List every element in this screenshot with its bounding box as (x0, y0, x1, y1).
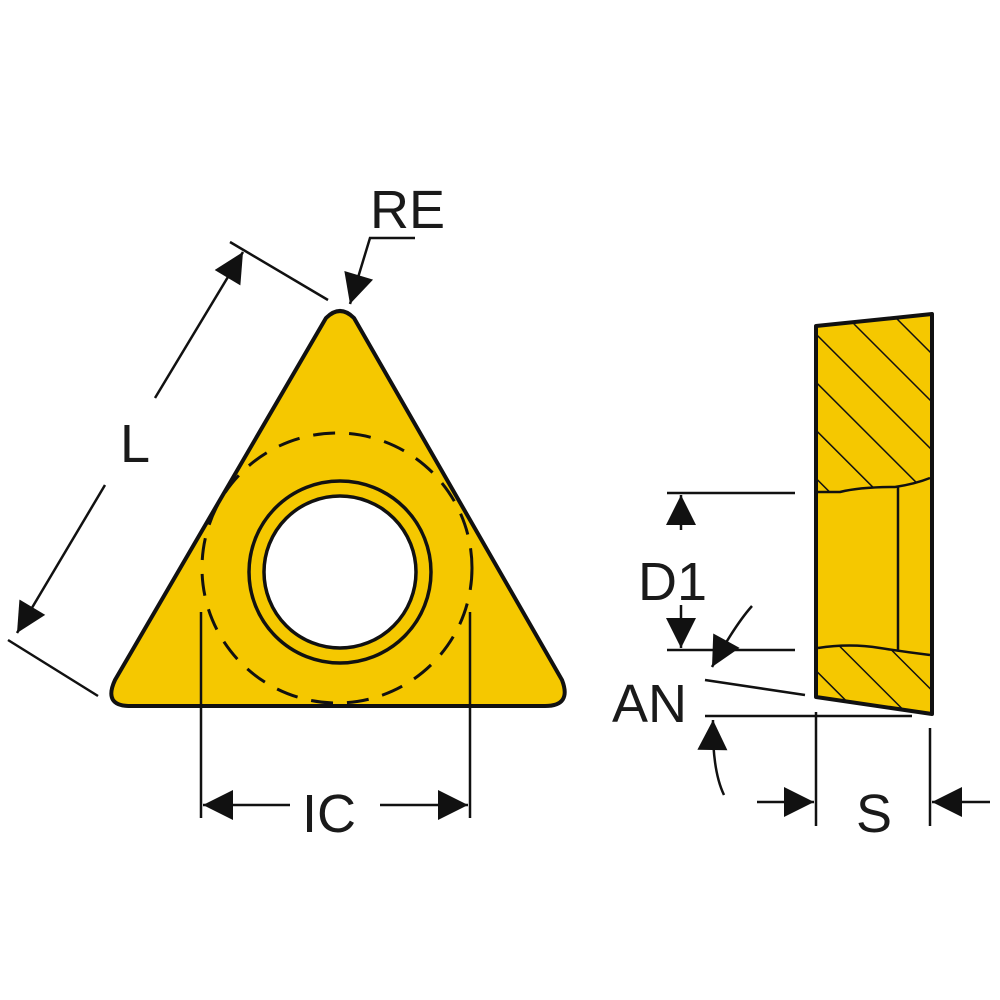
insert-side-view (814, 312, 934, 716)
l-label: L (120, 414, 150, 474)
inscribed-circle (200, 431, 474, 705)
d1-label: D1 (638, 552, 707, 612)
ic-label: IC (302, 784, 356, 844)
s-label: S (856, 784, 892, 844)
l-dimension (7, 240, 329, 698)
hole (262, 494, 418, 650)
hatch-top (818, 316, 930, 492)
hole-countersink (247, 479, 433, 665)
ic-dimension (199, 612, 472, 820)
insert-top-view (109, 309, 567, 708)
re-dimension (344, 236, 415, 305)
re-label: RE (370, 180, 445, 240)
s-dimension (757, 712, 990, 826)
an-label: AN (612, 674, 687, 734)
an-dimension (697, 605, 912, 796)
